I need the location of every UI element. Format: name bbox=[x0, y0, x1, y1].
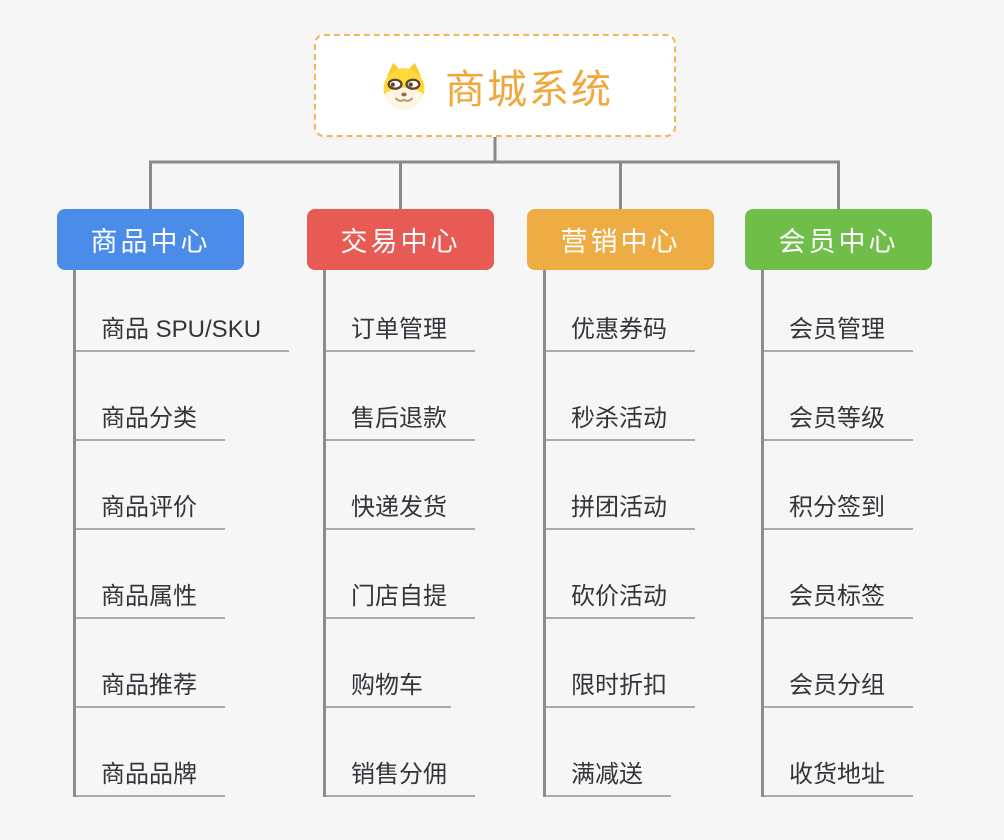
leaf-row: 会员分组 bbox=[764, 619, 913, 708]
branch-children-column: 订单管理售后退款快递发货门店自提购物车销售分佣 bbox=[323, 270, 475, 797]
leaf-node[interactable]: 拼团活动 bbox=[546, 487, 695, 530]
branch-node[interactable]: 商品中心 bbox=[57, 209, 244, 270]
leaf-node[interactable]: 销售分佣 bbox=[326, 754, 475, 797]
leaf-node[interactable]: 满减送 bbox=[546, 754, 671, 797]
leaf-node[interactable]: 会员等级 bbox=[764, 398, 913, 441]
leaf-node[interactable]: 限时折扣 bbox=[546, 665, 695, 708]
leaf-row: 订单管理 bbox=[326, 270, 475, 352]
leaf-row: 商品品牌 bbox=[76, 708, 289, 797]
leaf-node[interactable]: 商品品牌 bbox=[76, 754, 225, 797]
leaf-node[interactable]: 会员分组 bbox=[764, 665, 913, 708]
leaf-node[interactable]: 商品 SPU/SKU bbox=[76, 309, 290, 352]
leaf-node[interactable]: 售后退款 bbox=[326, 398, 475, 441]
leaf-row: 拼团活动 bbox=[546, 441, 695, 530]
leaf-row: 快递发货 bbox=[326, 441, 475, 530]
root-title: 商城系统 bbox=[445, 67, 613, 112]
leaf-row: 收货地址 bbox=[764, 708, 913, 797]
leaf-node[interactable]: 砍价活动 bbox=[546, 576, 695, 619]
leaf-row: 门店自提 bbox=[326, 530, 475, 619]
leaf-node[interactable]: 会员标签 bbox=[764, 576, 913, 619]
leaf-node[interactable]: 快递发货 bbox=[326, 487, 475, 530]
leaf-node[interactable]: 门店自提 bbox=[326, 576, 475, 619]
leaf-node[interactable]: 购物车 bbox=[326, 665, 451, 708]
leaf-row: 满减送 bbox=[546, 708, 695, 797]
leaf-row: 商品推荐 bbox=[76, 619, 289, 708]
branch-node[interactable]: 会员中心 bbox=[745, 209, 932, 270]
leaf-row: 商品属性 bbox=[76, 530, 289, 619]
shiba-dog-icon bbox=[383, 62, 425, 109]
branch-node[interactable]: 营销中心 bbox=[527, 209, 714, 270]
root-node[interactable]: 商城系统 bbox=[314, 34, 676, 137]
leaf-node[interactable]: 商品评价 bbox=[76, 487, 225, 530]
leaf-row: 购物车 bbox=[326, 619, 475, 708]
branch-node[interactable]: 交易中心 bbox=[307, 209, 494, 270]
leaf-node[interactable]: 积分签到 bbox=[764, 487, 913, 530]
leaf-row: 商品分类 bbox=[76, 352, 289, 441]
leaf-node[interactable]: 商品属性 bbox=[76, 576, 225, 619]
leaf-row: 限时折扣 bbox=[546, 619, 695, 708]
leaf-row: 秒杀活动 bbox=[546, 352, 695, 441]
leaf-row: 会员管理 bbox=[764, 270, 913, 352]
leaf-node[interactable]: 订单管理 bbox=[326, 309, 475, 352]
leaf-node[interactable]: 优惠券码 bbox=[546, 309, 695, 352]
branch-children-column: 会员管理会员等级积分签到会员标签会员分组收货地址 bbox=[761, 270, 913, 797]
branch-children-column: 优惠券码秒杀活动拼团活动砍价活动限时折扣满减送 bbox=[543, 270, 695, 797]
branch-children-column: 商品 SPU/SKU 商品分类商品评价商品属性商品推荐商品品牌 bbox=[73, 270, 290, 797]
leaf-row: 砍价活动 bbox=[546, 530, 695, 619]
leaf-row: 销售分佣 bbox=[326, 708, 475, 797]
leaf-row: 商品评价 bbox=[76, 441, 289, 530]
leaf-node[interactable]: 秒杀活动 bbox=[546, 398, 695, 441]
leaf-row: 售后退款 bbox=[326, 352, 475, 441]
leaf-row: 商品 SPU/SKU bbox=[76, 270, 290, 352]
leaf-row: 会员等级 bbox=[764, 352, 913, 441]
leaf-node[interactable]: 商品分类 bbox=[76, 398, 225, 441]
leaf-node[interactable]: 收货地址 bbox=[764, 754, 913, 797]
leaf-row: 会员标签 bbox=[764, 530, 913, 619]
leaf-row: 优惠券码 bbox=[546, 270, 695, 352]
leaf-row: 积分签到 bbox=[764, 441, 913, 530]
leaf-node[interactable]: 商品推荐 bbox=[76, 665, 225, 708]
leaf-node[interactable]: 会员管理 bbox=[764, 309, 913, 352]
